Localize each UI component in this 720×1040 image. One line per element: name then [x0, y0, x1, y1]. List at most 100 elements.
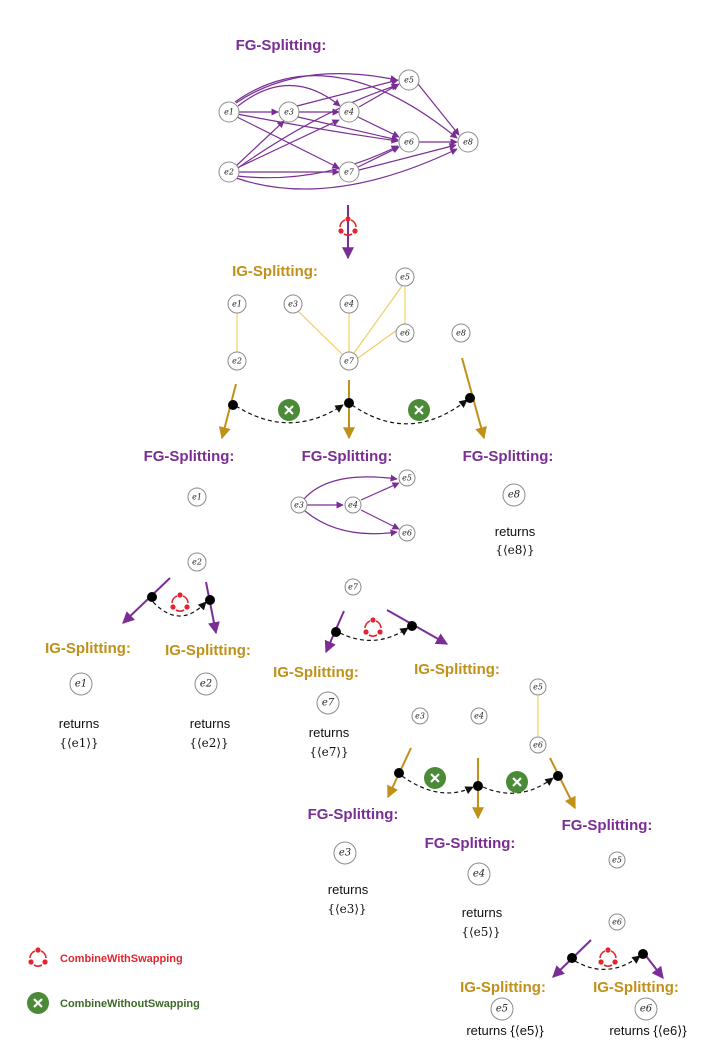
svg-text:e4: e4 [348, 501, 358, 510]
fg-label-right: FG-Splitting: [463, 448, 554, 465]
returns-label: returns [328, 882, 369, 897]
legend-swap-label: CombineWithSwapping [60, 953, 183, 965]
result-e6: returns {⟨e6⟩} [609, 1023, 687, 1038]
swap-cycle-icon [597, 946, 619, 967]
svg-text:e1: e1 [232, 300, 242, 309]
result-e3: {⟨e3⟩} [327, 902, 366, 916]
result-e7: {⟨e7⟩} [309, 745, 348, 759]
cross-circle-icon [406, 397, 432, 423]
svg-text:e6: e6 [400, 329, 410, 338]
node-e4: e4 [344, 496, 362, 514]
node-e8: e8 [451, 323, 471, 343]
node-e3: e3 [411, 707, 429, 725]
svg-text:e3: e3 [339, 848, 351, 859]
cross-circle-icon [276, 397, 302, 423]
svg-text:e2: e2 [224, 168, 234, 177]
node-e3: e3 [283, 294, 303, 314]
svg-text:e3: e3 [284, 108, 294, 117]
node-e6: e6 [529, 736, 547, 754]
node-e2: e2 [218, 161, 240, 183]
top-fg-label: FG-Splitting: [236, 37, 327, 54]
svg-text:e5: e5 [533, 683, 543, 692]
svg-text:e7: e7 [344, 357, 355, 366]
node-e7: e7 [316, 691, 340, 715]
top-fg-edges [234, 73, 460, 190]
node-e6: e6 [634, 997, 658, 1021]
svg-text:e5: e5 [496, 1004, 508, 1015]
node-e3: e3 [290, 496, 308, 514]
fg-label-middle: FG-Splitting: [302, 448, 393, 465]
result-e4: {⟨e5⟩} [461, 925, 500, 939]
svg-text:e6: e6 [612, 918, 622, 927]
svg-text:e7: e7 [344, 168, 355, 177]
svg-text:e5: e5 [402, 474, 412, 483]
ig-label-level2: IG-Splitting: [232, 263, 318, 280]
result-e8: {⟨e8⟩} [495, 543, 534, 557]
svg-text:e7: e7 [322, 698, 335, 709]
svg-text:e7: e7 [348, 583, 359, 592]
ig-label-right: IG-Splitting: [414, 661, 500, 678]
node-e2: e2 [227, 351, 247, 371]
svg-text:e5: e5 [612, 856, 622, 865]
svg-text:e5: e5 [404, 76, 414, 85]
fg-label-e5e6: FG-Splitting: [562, 817, 653, 834]
node-e8: e8 [457, 131, 479, 153]
svg-text:e1: e1 [75, 679, 87, 690]
node-e5: e5 [608, 851, 626, 869]
cross-circle-icon [422, 765, 448, 791]
ig-label-e1: IG-Splitting: [45, 640, 131, 657]
mid-split-arrows [324, 609, 449, 654]
svg-text:e8: e8 [508, 490, 520, 501]
returns-label: returns [462, 905, 503, 920]
returns-label: returns [495, 524, 536, 539]
node-e6: e6 [395, 323, 415, 343]
node-e1: e1 [227, 294, 247, 314]
returns-label: returns [309, 725, 350, 740]
svg-text:e1: e1 [224, 108, 234, 117]
ig-label-e6: IG-Splitting: [593, 979, 679, 996]
svg-text:e8: e8 [463, 138, 473, 147]
node-e1: e1 [69, 672, 93, 696]
svg-text:e4: e4 [474, 712, 484, 721]
node-e3: e3 [278, 101, 300, 123]
svg-text:e2: e2 [192, 558, 202, 567]
node-e4: e4 [470, 707, 488, 725]
legend: CombineWithSwapping CombineWithoutSwappi… [25, 946, 200, 1016]
ig-label-e7: IG-Splitting: [273, 664, 359, 681]
svg-text:e6: e6 [640, 1004, 653, 1015]
svg-text:e6: e6 [533, 741, 543, 750]
ig-label-e2: IG-Splitting: [165, 642, 251, 659]
node-e7: e7 [338, 161, 360, 183]
node-e7: e7 [339, 351, 359, 371]
svg-text:e3: e3 [294, 501, 304, 510]
node-e5: e5 [398, 469, 416, 487]
fg-label-left: FG-Splitting: [144, 448, 235, 465]
svg-text:e8: e8 [456, 329, 466, 338]
node-e5: e5 [490, 997, 514, 1021]
node-e2: e2 [194, 672, 218, 696]
swap-cycle-icon [362, 616, 384, 637]
svg-text:e4: e4 [344, 108, 354, 117]
ig-label-e5: IG-Splitting: [460, 979, 546, 996]
node-e5: e5 [395, 267, 415, 287]
returns-label: returns [190, 716, 231, 731]
node-e6: e6 [398, 524, 416, 542]
node-e8: e8 [502, 483, 526, 507]
top-fg-nodes: e1 e2 e3 e4 e5 e6 e7 e8 [218, 69, 479, 183]
ig-level2-nodes: e1 e2 e3 e4 e5 e6 e7 e8 [227, 267, 471, 371]
node-e3: e3 [333, 841, 357, 865]
level2-split-arrows [218, 357, 487, 440]
node-e1: e1 [218, 101, 240, 123]
node-e4: e4 [467, 862, 491, 886]
fg-label-e4: FG-Splitting: [425, 835, 516, 852]
result-e1: {⟨e1⟩} [59, 736, 98, 750]
cross-circle-icon [504, 769, 530, 795]
result-e5: returns {⟨e5⟩} [466, 1023, 544, 1038]
node-e4: e4 [338, 101, 360, 123]
legend-noswap-label: CombineWithoutSwapping [60, 998, 200, 1010]
svg-text:e2: e2 [232, 357, 242, 366]
node-e5: e5 [398, 69, 420, 91]
swap-cycle-icon [169, 591, 191, 612]
svg-text:e2: e2 [200, 679, 212, 690]
